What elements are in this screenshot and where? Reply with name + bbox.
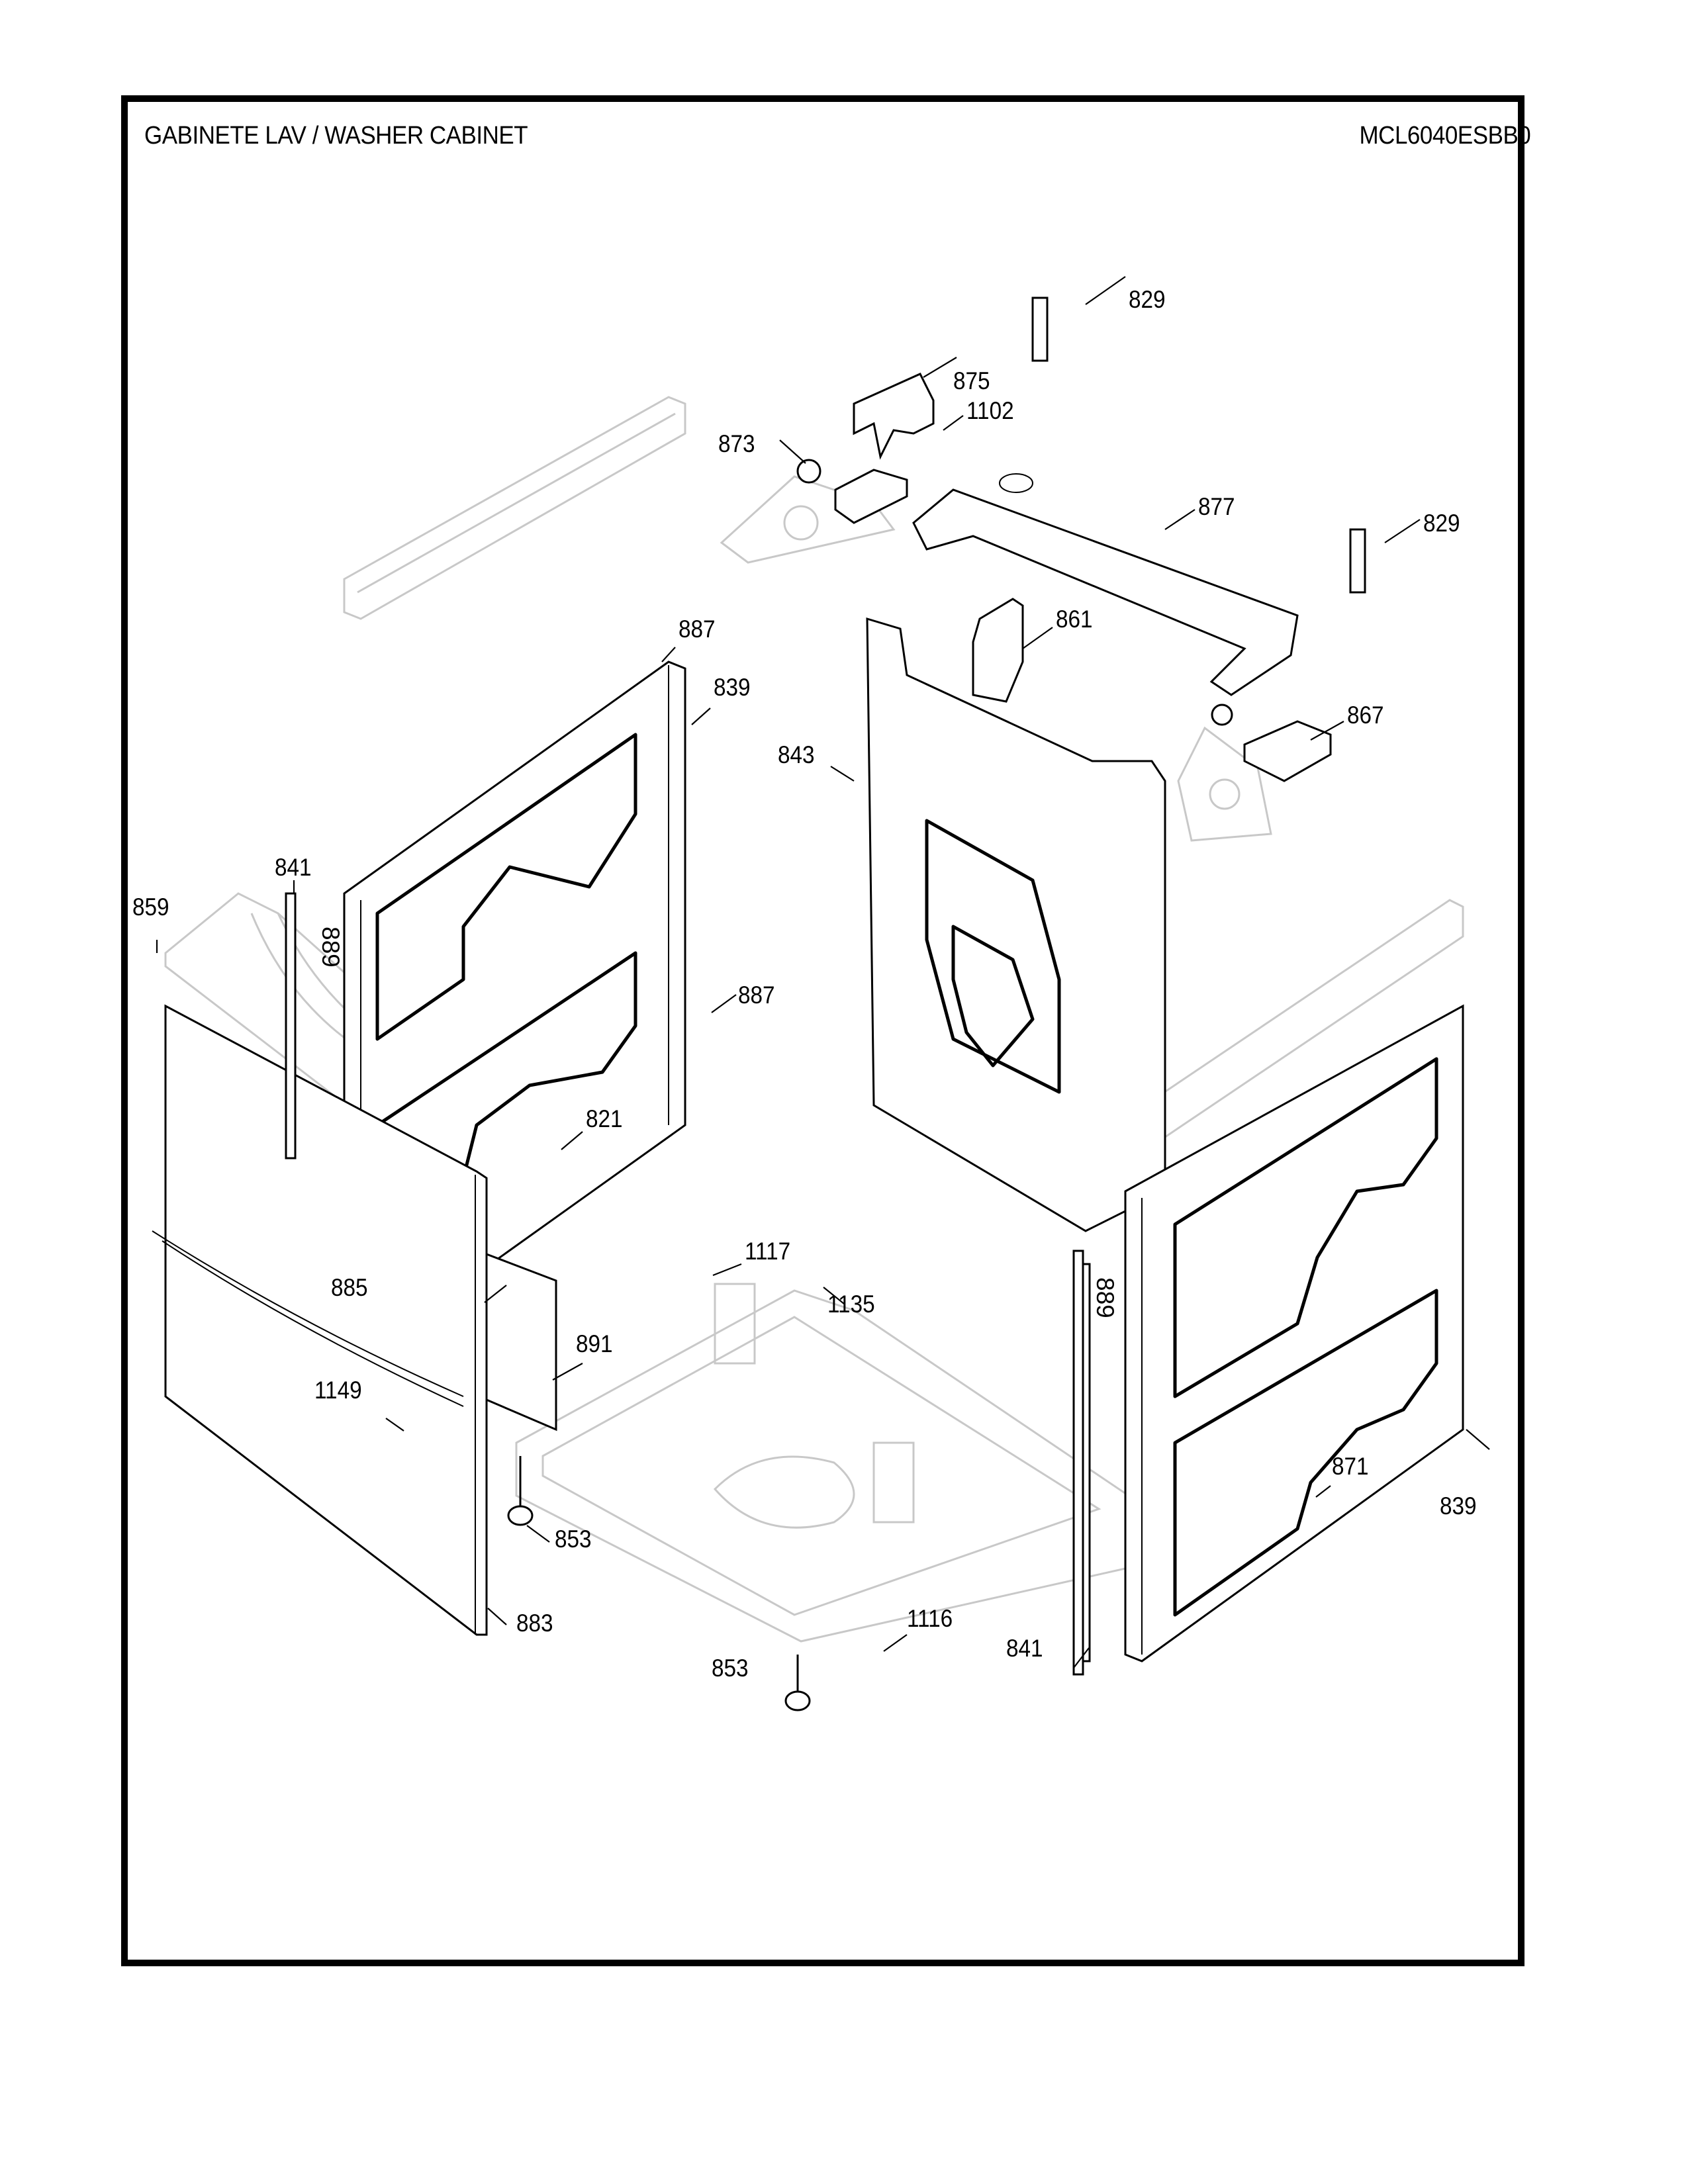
part-label-829: 829 [1423, 510, 1460, 537]
part-label-1149: 1149 [314, 1377, 362, 1404]
part-label-877: 877 [1198, 493, 1235, 520]
hinge-bracket-right-drawing [1349, 528, 1366, 594]
diagram-title: GABINETE LAV / WASHER CABINET [144, 122, 528, 150]
grommet-drawing [796, 459, 821, 484]
corner-brace-left-drawing [285, 892, 297, 1160]
part-label-829: 829 [1129, 286, 1166, 313]
part-label-821: 821 [586, 1105, 623, 1132]
part-label-1116: 1116 [907, 1605, 953, 1632]
model-number: MCL6040ESBB0 [1359, 122, 1530, 150]
part-label-875: 875 [953, 367, 990, 394]
diagram-frame [121, 95, 1524, 1966]
part-label-871: 871 [1332, 1453, 1369, 1480]
rear-panel-drawing [866, 617, 1166, 1232]
part-label-1135: 1135 [827, 1291, 875, 1318]
corner-brace-right-drawing [1072, 1250, 1091, 1676]
cover-plate-right-drawing [1243, 720, 1332, 782]
part-label-885: 885 [331, 1274, 368, 1301]
part-label-883: 883 [516, 1610, 553, 1637]
grommet-right-drawing [1211, 704, 1233, 726]
ghost-base-frame [515, 1283, 1140, 1643]
part-label-889: 889 [1092, 1277, 1119, 1318]
side-panel-right-drawing [1124, 1004, 1464, 1662]
cover-plate-rear-drawing [834, 469, 908, 524]
part-label-859: 859 [132, 893, 169, 921]
ghost-top-brace-left [343, 396, 686, 620]
ghost-tub-support-right [1177, 726, 1272, 842]
front-panel-drawing [152, 1004, 488, 1636]
insulation-pad-drawing [485, 1252, 557, 1432]
leader-lines [156, 276, 1490, 1668]
part-label-839: 839 [714, 674, 751, 701]
bracket-cover-drawing [853, 373, 935, 460]
part-label-861: 861 [1056, 606, 1093, 633]
part-label-867: 867 [1347, 702, 1384, 729]
part-label-873: 873 [718, 430, 755, 457]
leveling-leg-front-drawing [507, 1456, 534, 1526]
part-label-887: 887 [738, 981, 775, 1009]
part-label-841: 841 [275, 854, 312, 881]
part-label-839: 839 [1440, 1492, 1477, 1520]
part-label-853: 853 [712, 1655, 749, 1682]
part-label-841: 841 [1006, 1635, 1043, 1662]
leveling-leg-rear-drawing [784, 1655, 811, 1711]
part-label-1102: 1102 [966, 397, 1014, 424]
top-rear-frame-drawing [912, 473, 1299, 696]
part-label-891: 891 [576, 1330, 613, 1357]
hinge-bracket-rear-drawing [1031, 296, 1049, 362]
part-label-1117: 1117 [745, 1238, 791, 1265]
part-label-887: 887 [679, 615, 716, 643]
duct-drawing [972, 598, 1024, 703]
part-label-853: 853 [555, 1525, 592, 1553]
part-label-843: 843 [778, 741, 815, 768]
part-label-889: 889 [317, 927, 344, 968]
